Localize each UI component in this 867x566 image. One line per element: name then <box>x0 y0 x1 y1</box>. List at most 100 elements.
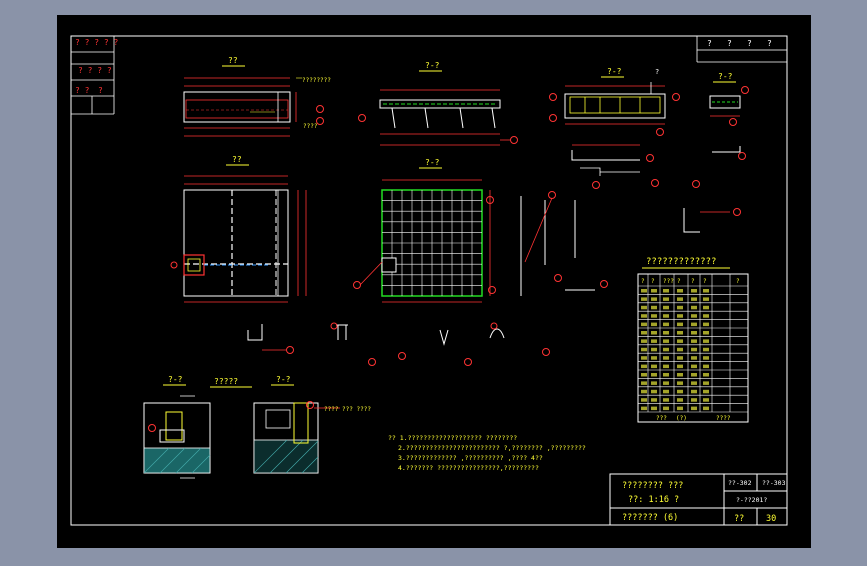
note-line-4: 4.??????? ????????????????,????????? <box>398 464 539 472</box>
view-5-plan[interactable]: ?? <box>170 155 307 303</box>
rebar-table-cell-mark <box>663 406 669 411</box>
rebar-table-cell-mark <box>691 331 697 335</box>
rebar-table-cell-mark <box>641 297 647 301</box>
rebar-table-cell-mark <box>663 398 669 402</box>
drawing-frame <box>70 35 788 526</box>
view-2-title: ?-? <box>425 61 440 70</box>
rebar-table-cell-mark <box>703 297 709 301</box>
top-right-text-4: ? <box>767 39 772 48</box>
rebar-table-cell-mark <box>677 406 683 411</box>
rebar-table-cell-mark <box>663 331 669 335</box>
rebar-table-cell-mark <box>703 331 709 335</box>
bar-details-row[interactable] <box>247 322 550 366</box>
note-line-2: 2.???????????????????????? ?,???????? ,?… <box>398 444 586 452</box>
rebar-table-cell-mark <box>641 314 647 318</box>
view-6-title: ?-? <box>425 158 440 167</box>
rebar-table-cell-mark <box>663 373 669 377</box>
rebar-table-footer-c: ???? <box>716 415 731 422</box>
rebar-table[interactable]: ????????????? ????????? ??? (?) ???? <box>637 257 749 423</box>
rebar-table-cell-mark <box>651 389 657 394</box>
rebar-table-cell-mark <box>677 289 683 293</box>
rebar-table-cell-mark <box>651 289 657 293</box>
rebar-table-header-cell: ? <box>691 278 695 285</box>
view-3-section[interactable]: ?-? ? <box>549 67 680 189</box>
rebar-table-cell-mark <box>663 389 669 394</box>
rebar-table-cell-mark <box>677 305 683 310</box>
rebar-table-cell-mark <box>641 364 647 369</box>
rebar-table-cell-mark <box>651 364 657 369</box>
rebar-table-cell-mark <box>691 347 697 352</box>
rebar-table-cell-mark <box>691 364 697 369</box>
rebar-table-cell-mark <box>677 356 683 360</box>
view-7-section[interactable]: ?-? <box>143 375 211 479</box>
rebar-table-cell-mark <box>677 331 683 335</box>
rebar-table-cell-mark <box>651 322 657 327</box>
rebar-table-cell-mark <box>663 339 669 343</box>
rebar-table-cell-mark <box>703 381 709 385</box>
svg-text:?: ? <box>655 68 659 76</box>
title-block[interactable] <box>609 473 788 526</box>
rebar-table-cell-mark <box>651 406 657 411</box>
rebar-table-header-cell: ??? <box>663 278 674 285</box>
rebar-table-cell-mark <box>651 305 657 310</box>
rebar-table-cell-mark <box>703 398 709 402</box>
rebar-table-title: ????????????? <box>646 257 716 267</box>
rebar-table-cell-mark <box>641 406 647 411</box>
title-project-name: ???????? ??? <box>622 481 683 491</box>
rebar-table-cell-mark <box>651 373 657 377</box>
rebar-table-cell-mark <box>703 356 709 360</box>
rebar-table-cell-mark <box>677 381 683 385</box>
view-1-label-b: ???? <box>303 123 318 130</box>
top-right-block <box>696 35 788 63</box>
title-sheet-label: ?? <box>734 514 744 524</box>
rebar-table-cell-mark <box>651 356 657 360</box>
rebar-table-cell-mark <box>677 364 683 369</box>
view-1-elevation[interactable]: ?? ???????? ???? <box>183 56 331 137</box>
view-7-title: ?-? <box>168 375 183 384</box>
rebar-table-cell-mark <box>691 339 697 343</box>
rebar-table-cell-mark <box>703 339 709 343</box>
view-8-title: ????? <box>214 377 238 386</box>
title-code-b: ??-303 <box>762 479 786 487</box>
rebar-table-cell-mark <box>651 314 657 318</box>
rebar-table-cell-mark <box>691 305 697 310</box>
rebar-table-cell-mark <box>663 314 669 318</box>
rebar-table-cell-mark <box>677 398 683 402</box>
view-6-rebar-plan[interactable]: ?-? <box>353 158 608 303</box>
rebar-grid <box>382 190 482 296</box>
rebar-table-cell-mark <box>703 314 709 318</box>
rebar-table-header-cell: ? <box>651 278 655 285</box>
view-9-section[interactable]: ?-? ???? ??? ???? <box>253 375 371 474</box>
rebar-table-cell-mark <box>691 381 697 385</box>
rebar-table-cell-mark <box>641 331 647 335</box>
rebar-table-cell-mark <box>641 347 647 352</box>
rebar-table-cell-mark <box>663 364 669 369</box>
rebar-table-cell-mark <box>663 347 669 352</box>
rebar-table-cell-mark <box>703 406 709 411</box>
rebar-table-cell-mark <box>641 398 647 402</box>
view-2-section[interactable]: ?-? <box>358 61 518 146</box>
rebar-table-cell-mark <box>691 373 697 377</box>
rebar-table-cell-mark <box>691 398 697 402</box>
general-notes: ?? 1.??????????????????? ???????? 2.????… <box>388 434 586 472</box>
top-right-text-1: ? <box>707 39 712 48</box>
rebar-table-cell-mark <box>703 364 709 369</box>
rebar-table-cell-mark <box>691 322 697 327</box>
rebar-table-cell-mark <box>703 347 709 352</box>
rebar-table-cell-mark <box>703 305 709 310</box>
left-strip-text-2: ? ? ? ? <box>78 66 112 75</box>
rebar-table-cell-mark <box>663 322 669 327</box>
rebar-table-cell-mark <box>641 289 647 293</box>
view-8-section[interactable]: ????? <box>210 377 252 388</box>
left-title-strip <box>71 36 115 115</box>
view-1-label-a: ???????? <box>302 77 331 84</box>
rebar-table-cell-mark <box>641 356 647 360</box>
view-5-title: ?? <box>232 155 242 164</box>
rebar-table-cell-mark <box>691 297 697 301</box>
rebar-table-cell-mark <box>651 381 657 385</box>
view-4-detail[interactable]: ?-? <box>683 72 749 233</box>
top-right-text-3: ? <box>747 39 752 48</box>
rebar-table-header-cell: ? <box>703 278 707 285</box>
